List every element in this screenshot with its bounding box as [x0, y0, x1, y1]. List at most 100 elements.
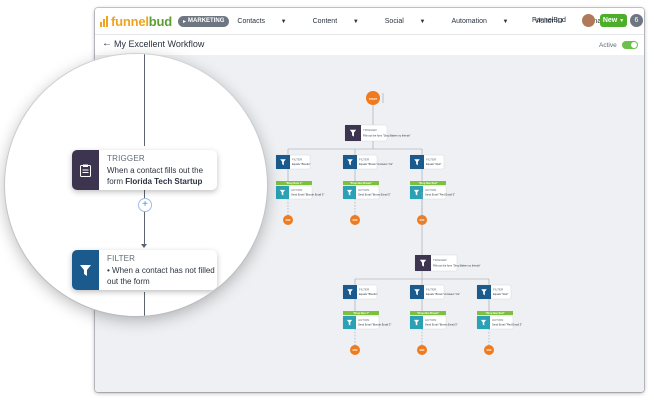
- filter-node-text: Equals "Brown" Answers "Us": [359, 162, 393, 166]
- connector-line: [144, 190, 145, 198]
- chevron-down-icon: ▼: [500, 18, 509, 25]
- trigger-type: TRIGGER: [107, 154, 145, 163]
- action-node-type: ACTION: [425, 318, 436, 322]
- workspace-badge[interactable]: ▸ MARKETING: [178, 15, 230, 27]
- action-node-type: ACTION: [291, 188, 302, 192]
- workflow-title: My Excellent Workflow: [114, 39, 205, 49]
- tag-label[interactable]: "Drop Non Red": [410, 181, 446, 185]
- active-label: Active: [599, 42, 617, 49]
- action-node-type: ACTION: [425, 188, 436, 192]
- filter-node-type: FILTER: [359, 287, 370, 291]
- tag-label[interactable]: "Drop Non Brown": [343, 181, 379, 185]
- connector-line: [144, 210, 145, 244]
- account-name[interactable]: FunnelBud: [532, 17, 566, 24]
- start-label: START: [369, 98, 378, 101]
- trigger-node-1[interactable]: TRIGGER Fills out the form "Drop Baker my…: [344, 124, 411, 142]
- action-node-text: Send Email "Brown Email 3": [358, 192, 391, 196]
- chevron-down-icon: ▼: [619, 17, 625, 24]
- trigger-node-2-text: Fills out the form "Drop Baker my friend…: [433, 264, 481, 268]
- end-node[interactable]: [417, 345, 427, 355]
- end-label: END: [420, 350, 425, 352]
- tag-text: "Drop Bom 1": [286, 182, 303, 185]
- action-node-type: ACTION: [358, 188, 369, 192]
- menu-item-social[interactable]: Social ▼: [384, 17, 426, 25]
- trigger-node-1-type: TRIGGER: [363, 128, 378, 132]
- tag-label[interactable]: "Drop Bom 1": [276, 181, 312, 185]
- menu-item-automation[interactable]: Automation ▼: [451, 17, 509, 25]
- filter-node-type: FILTER: [359, 157, 370, 161]
- filter-node-type: FILTER: [426, 157, 437, 161]
- workspace-icon: ▸: [183, 18, 187, 25]
- tag-label[interactable]: "Drop Non 1": [343, 311, 379, 315]
- new-button[interactable]: New ▼: [600, 14, 627, 27]
- back-arrow-icon[interactable]: ←: [102, 38, 112, 49]
- filter-node-type: FILTER: [426, 287, 437, 291]
- workflow-diagram: START TRIGGER Fills out the form "Drop Bak…: [275, 91, 522, 355]
- action-node-text: Send Email "Blonde Email 3": [358, 322, 391, 326]
- action-node-text: Send Email "Red Email 3": [425, 192, 455, 196]
- end-node[interactable]: [283, 215, 293, 225]
- tag-text: "Drop Non 1": [353, 312, 370, 315]
- action-node-text: Send Email "Brown Email 3": [425, 322, 458, 326]
- end-label: END: [286, 220, 291, 222]
- filter-node-text: Equals "Blonde": [359, 292, 378, 296]
- end-node[interactable]: [350, 345, 360, 355]
- funnel-icon: [72, 250, 99, 290]
- end-label: END: [353, 220, 358, 222]
- chevron-down-icon: ▼: [351, 18, 359, 25]
- trigger-description: When a contact fills out the form Florid…: [107, 166, 204, 186]
- filter-type: FILTER: [107, 254, 136, 263]
- end-node[interactable]: [484, 345, 494, 355]
- app-window: funnelbud ▸ MARKETING Contacts ▼ Content …: [95, 8, 644, 392]
- rocket-icon[interactable]: [366, 91, 380, 105]
- filter-node-type: FILTER: [292, 157, 303, 161]
- action-node-text: Send Email "Red Email 3": [492, 322, 522, 326]
- filter-node-text: Equals "Red": [426, 162, 441, 166]
- menu-item-content[interactable]: Content ▼: [312, 17, 359, 25]
- tag-label[interactable]: "Drop Non Red": [477, 311, 513, 315]
- chevron-down-icon: ▼: [417, 18, 426, 25]
- connector-line: [144, 54, 145, 146]
- active-toggle[interactable]: [622, 41, 638, 49]
- action-node-type: ACTION: [358, 318, 369, 322]
- end-label: END: [353, 350, 358, 352]
- filter-node-text: Equals "Blonde": [292, 162, 311, 166]
- action-node-type: ACTION: [492, 318, 503, 322]
- notification-badge[interactable]: 6: [630, 14, 643, 27]
- action-node-text: Send Email "Blonde Email 3": [291, 192, 324, 196]
- filter-node-type: FILTER: [493, 287, 504, 291]
- zoom-magnifier: TRIGGER When a contact fills out the for…: [5, 54, 267, 316]
- tag-text: "Drop Non Red": [485, 312, 505, 315]
- menu-item-visitor-id[interactable]: Visitor ID: [534, 17, 563, 25]
- tag-text: "Drop Non Brown": [417, 312, 440, 315]
- trigger-node-1-text: Fills out the form "Drop Baker my friend…: [363, 134, 411, 138]
- filter-card[interactable]: FILTER • When a contact has not filled o…: [72, 250, 217, 290]
- trigger-card[interactable]: TRIGGER When a contact fills out the for…: [72, 150, 217, 190]
- logo-text: funnelbud: [111, 13, 173, 29]
- funnelbud-logo[interactable]: funnelbud: [100, 14, 172, 29]
- user-avatar[interactable]: [582, 14, 595, 27]
- add-step-button[interactable]: +: [138, 198, 152, 212]
- menu-item-contacts[interactable]: Contacts ▼: [237, 17, 287, 25]
- tag-label[interactable]: "Drop Non Brown": [410, 311, 446, 315]
- top-nav: funnelbud ▸ MARKETING Contacts ▼ Content …: [95, 8, 644, 35]
- filter-node-text: Equals "Brown" Answers "Us": [426, 292, 460, 296]
- workflow-toolbar: ← My Excellent Workflow Active: [95, 35, 644, 55]
- end-label: END: [487, 350, 492, 352]
- end-node[interactable]: [350, 215, 360, 225]
- chevron-down-icon: ▼: [279, 18, 287, 25]
- connector-line: [144, 292, 145, 316]
